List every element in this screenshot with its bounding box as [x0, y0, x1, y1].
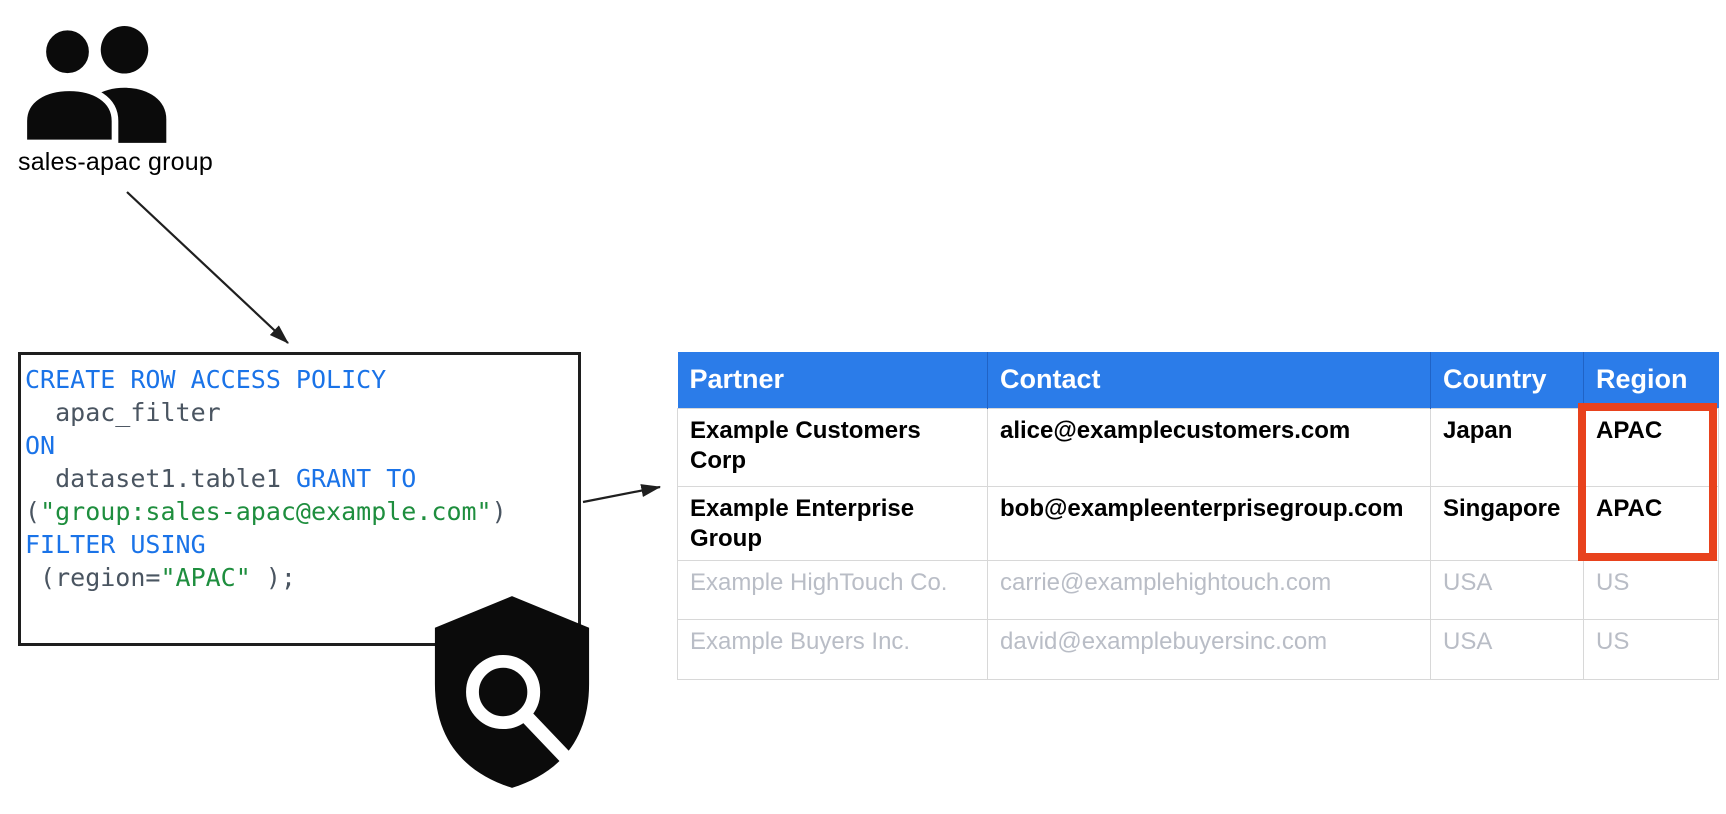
code-token: "APAC" [160, 563, 251, 592]
code-line: CREATE ROW ACCESS POLICY [25, 363, 574, 396]
column-header-region: Region [1583, 352, 1719, 408]
arrow-policy-to-table [582, 484, 662, 504]
table-cell: Example Enterprise Group [677, 485, 988, 561]
shield-search-icon [434, 596, 590, 788]
code-token: FILTER USING [25, 530, 206, 559]
code-token: ) [491, 497, 507, 526]
code-line: apac_filter [25, 396, 574, 429]
code-token: ON [25, 431, 56, 460]
code-token: dataset1.table1 [25, 464, 296, 493]
code-line: dataset1.table1 GRANT TO [25, 462, 574, 495]
table-cell: Example Buyers Inc. [677, 618, 988, 680]
apac-highlight-box [1578, 403, 1717, 561]
code-line: FILTER USING [25, 528, 574, 561]
code-token: GRANT TO [295, 464, 417, 493]
table-cell: Singapore [1430, 485, 1584, 561]
table-cell: Japan [1430, 407, 1584, 487]
code-token: (region= [25, 563, 161, 592]
code-line: ("group:sales-apac@example.com") [25, 495, 574, 528]
table-cell: carrie@examplehightouch.com [987, 559, 1431, 620]
code-token: apac_filter [25, 398, 221, 427]
group-label: sales-apac group [18, 148, 213, 176]
table-cell: APAC [1583, 485, 1719, 561]
code-token: ( [25, 497, 41, 526]
table-cell: USA [1430, 559, 1584, 620]
table-cell: Example Customers Corp [677, 407, 988, 487]
table-row: Example Buyers Inc.david@examplebuyersin… [677, 618, 1719, 680]
code-token: CREATE ROW ACCESS POLICY [25, 365, 387, 394]
table-cell: Example HighTouch Co. [677, 559, 988, 620]
table-cell: APAC [1583, 407, 1719, 487]
sales-apac-group: sales-apac group [18, 22, 228, 177]
code-token: "group:sales-apac@example.com" [40, 497, 492, 526]
arrow-group-to-policy [126, 191, 289, 344]
column-header-country: Country [1430, 352, 1584, 408]
table-cell: alice@examplecustomers.com [987, 407, 1431, 487]
column-header-contact: Contact [987, 352, 1431, 408]
table-cell: bob@exampleenterprisegroup.com [987, 485, 1431, 561]
table-cell: david@examplebuyersinc.com [987, 618, 1431, 680]
table-cell: US [1583, 559, 1719, 620]
code-token: ); [250, 563, 296, 592]
table-row: Example HighTouch Co.carrie@examplehight… [677, 559, 1719, 620]
column-header-partner: Partner [677, 352, 988, 408]
table-cell: USA [1430, 618, 1584, 680]
table-cell: US [1583, 618, 1719, 680]
group-icon [20, 23, 167, 146]
code-line: ON [25, 429, 574, 462]
code-line: (region="APAC" ); [25, 561, 574, 594]
